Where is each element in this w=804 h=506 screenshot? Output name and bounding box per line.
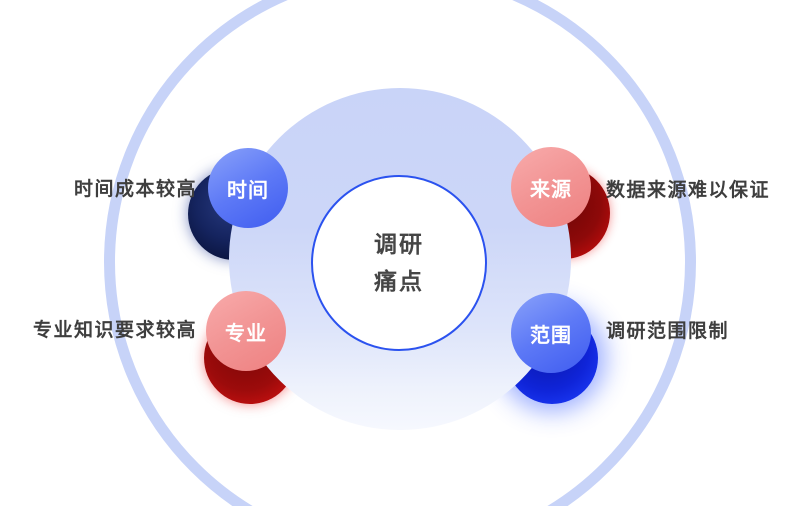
expertise-description-label: 专业知识要求较高 bbox=[32, 320, 197, 341]
center-circle: 调研 痛点 bbox=[311, 175, 487, 351]
source-description-label: 数据来源难以保证 bbox=[606, 180, 771, 201]
scope-description-label: 调研范围限制 bbox=[606, 321, 730, 342]
node-expertise-ball: 专业 bbox=[206, 291, 286, 371]
time-description-label: 时间成本较高 bbox=[73, 179, 197, 200]
center-title-line1: 调研 bbox=[374, 230, 424, 257]
center-title-line2: 痛点 bbox=[374, 267, 424, 294]
node-time-ball: 时间 bbox=[208, 148, 288, 228]
outer-ring-circle bbox=[104, 0, 696, 506]
node-source-ball: 来源 bbox=[511, 147, 591, 227]
node-scope-ball: 范围 bbox=[511, 293, 591, 373]
